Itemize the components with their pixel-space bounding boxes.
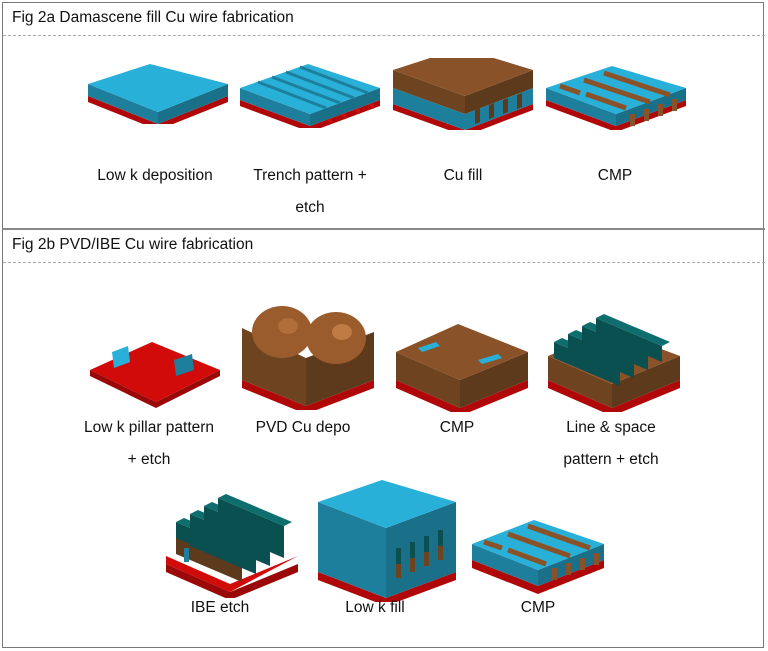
step-label-cmp-b1: CMP — [372, 412, 542, 444]
step-label-lowk-fill: Low k fill — [305, 592, 445, 624]
ibe-etch-diagram — [166, 494, 298, 598]
cmp-diagram-a — [546, 66, 686, 130]
label-line: CMP — [597, 167, 633, 184]
label-line: Low k fill — [345, 599, 405, 616]
label-line: Low k pillar pattern — [83, 419, 215, 436]
pvd-cu-depo-diagram — [242, 306, 374, 410]
label-line: Trench pattern + — [253, 167, 367, 184]
step-label-lowk-pillar: Low k pillar pattern + etch — [64, 412, 234, 476]
line-space-diagram — [548, 314, 680, 412]
label-line: CMP — [439, 419, 475, 436]
cu-fill-diagram — [393, 58, 533, 130]
panel-a-divider — [3, 35, 765, 36]
step-label-line-space: Line & space pattern + etch — [526, 412, 696, 476]
step-label-lowk-deposition: Low k deposition — [70, 160, 240, 192]
panel-b-title: Fig 2b PVD/IBE Cu wire fabrication — [12, 236, 254, 253]
step-label-ibe-etch: IBE etch — [150, 592, 290, 624]
label-line: CMP — [520, 599, 556, 616]
label-line: etch — [295, 199, 325, 216]
label-line: + etch — [127, 451, 171, 468]
panel-a-title: Fig 2a Damascene fill Cu wire fabricatio… — [12, 9, 294, 26]
cmp-diagram-b1 — [396, 324, 528, 412]
step-label-cu-fill: Cu fill — [378, 160, 548, 192]
step-label-trench-etch: Trench pattern + etch — [225, 160, 395, 224]
step-label-pvd-cu-depo: PVD Cu depo — [218, 412, 388, 444]
panel-separator — [3, 228, 765, 230]
label-line: IBE etch — [190, 599, 250, 616]
step-label-cmp-a: CMP — [530, 160, 700, 192]
label-line: Low k deposition — [97, 167, 213, 184]
lowk-fill-diagram — [318, 480, 456, 602]
cmp-diagram-b2 — [472, 520, 604, 594]
label-line: pattern + etch — [563, 451, 659, 468]
label-line: Line & space — [566, 419, 656, 436]
step-label-cmp-b2: CMP — [468, 592, 608, 624]
label-line: Cu fill — [443, 167, 483, 184]
panel-b-divider — [3, 262, 765, 263]
trench-etch-diagram — [240, 64, 380, 128]
lowk-deposition-diagram — [88, 64, 228, 124]
lowk-pillar-diagram — [90, 342, 220, 408]
label-line: PVD Cu depo — [255, 419, 351, 436]
